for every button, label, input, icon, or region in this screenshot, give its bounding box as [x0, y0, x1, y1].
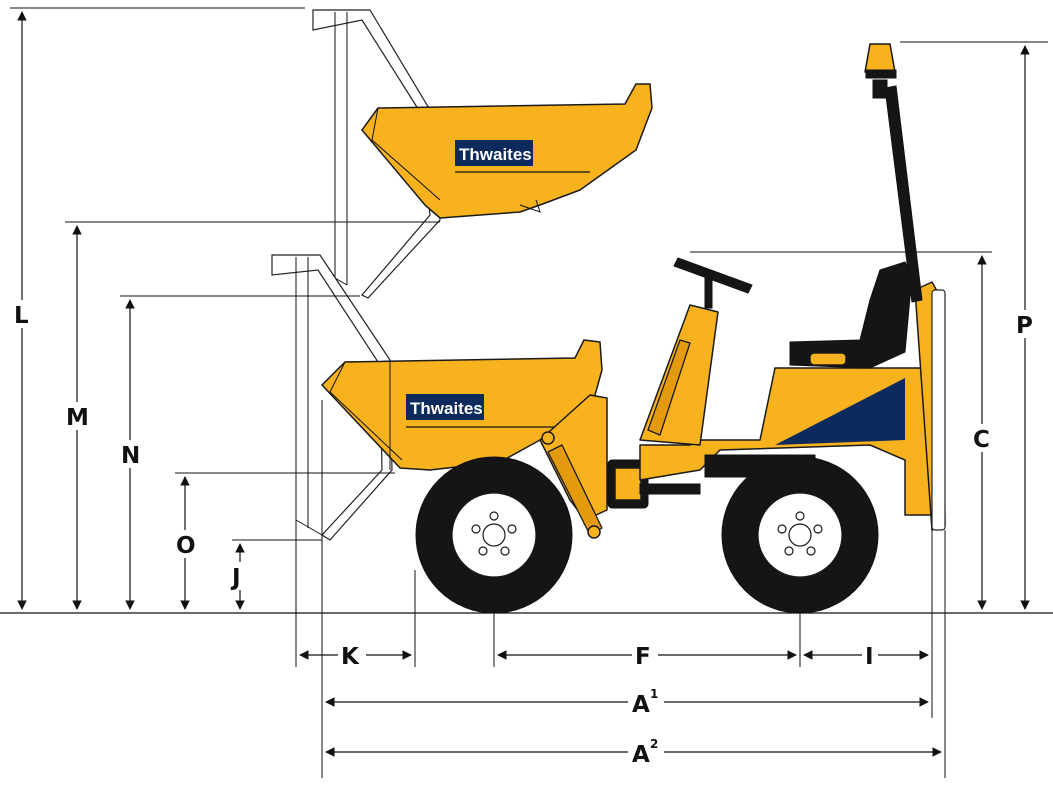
dim-K-label: K: [341, 644, 360, 670]
horizontal-dimensions: K F I A 1 A 2: [299, 641, 942, 768]
front-frame: [539, 394, 608, 521]
rear-body-panel: [775, 378, 905, 445]
dim-I-label: I: [865, 644, 874, 670]
vertical-dimensions: L M N O J C P: [10, 11, 1039, 610]
lowered-skip: Thwaites: [271, 254, 603, 541]
dim-A1-sup: 1: [650, 687, 658, 701]
beacon-mast: [884, 85, 923, 303]
dim-A2-sup: 2: [650, 737, 658, 751]
rear-wheel: [721, 456, 879, 614]
raised-brand-text: Thwaites: [459, 145, 532, 164]
dim-F-label: F: [635, 644, 651, 670]
steering-wheel: [673, 257, 753, 294]
dim-C-label: C: [973, 427, 990, 453]
lowered-brand-text: Thwaites: [410, 399, 483, 418]
raised-skip: Thwaites: [312, 9, 653, 299]
extension-lines: [10, 7, 1048, 778]
dim-O-label: O: [176, 533, 196, 559]
dim-P-label: P: [1016, 313, 1033, 339]
beacon-base: [872, 79, 888, 99]
dim-A2-label: A: [632, 742, 650, 768]
operator-seat: [789, 261, 913, 369]
hydraulic-ram: [547, 444, 603, 536]
dim-M-label: M: [66, 405, 89, 431]
front-wheel: [415, 456, 573, 614]
raised-lift-arm: [312, 9, 441, 299]
raised-brand-plate: [455, 140, 533, 166]
dim-A1-label: A: [632, 692, 650, 718]
dim-J-label: J: [230, 565, 241, 591]
beacon-light: [864, 43, 896, 73]
dim-L-label: L: [14, 303, 29, 329]
dim-N-label: N: [121, 443, 140, 469]
lowered-brand-plate: [406, 394, 484, 420]
